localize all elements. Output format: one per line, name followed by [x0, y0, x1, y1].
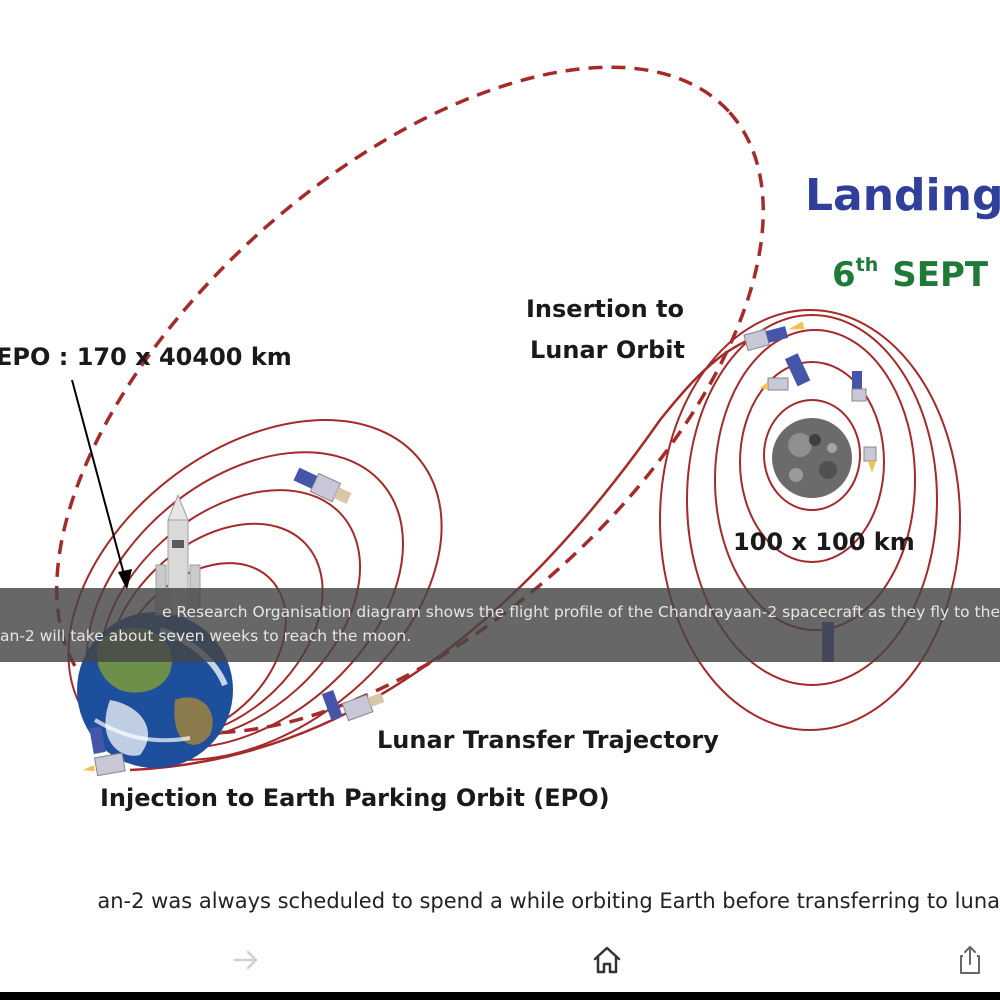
- caption-line-1: e Research Organisation diagram shows th…: [161, 603, 1000, 621]
- spacecraft-icon: [760, 353, 811, 391]
- epo-pointer-arrow: [71, 379, 132, 590]
- spacecraft-icon: [743, 321, 805, 352]
- spacecraft-icon: [321, 689, 385, 722]
- share-button[interactable]: [948, 938, 992, 982]
- home-button[interactable]: [585, 938, 629, 982]
- spacecraft-icon: [863, 446, 877, 473]
- article-paragraph: an-2 was always scheduled to spend a whi…: [0, 884, 1000, 918]
- screen-bottom-edge: [0, 992, 1000, 1000]
- date-day: 6: [832, 255, 856, 295]
- arrow-right-icon: [233, 950, 258, 970]
- home-icon: [593, 946, 621, 974]
- share-icon: [960, 946, 980, 974]
- epo-label: EPO : 170 x 40400 km: [0, 343, 292, 371]
- lunar-transfer-trajectory: [129, 328, 781, 772]
- spacecraft-icon: [82, 726, 126, 777]
- landing-date: 6th SEPT: [832, 254, 989, 295]
- injection-label: Injection to Earth Parking Orbit (EPO): [100, 784, 610, 812]
- chandrayaan-flight-profile-diagram: Landing 6th SEPT EPO : 170 x 40400 km Ins…: [0, 65, 1000, 812]
- moon-image: [772, 418, 852, 498]
- spacecraft-icon: [851, 371, 867, 402]
- lunar-transfer-label: Lunar Transfer Trajectory: [377, 726, 719, 754]
- forward-button[interactable]: [224, 938, 268, 982]
- lunar-orbit-size-label: 100 x 100 km: [733, 528, 915, 556]
- spacecraft-icon: [293, 467, 352, 504]
- lunar-orbits: [659, 309, 961, 731]
- article-paragraph-text: an-2 was always scheduled to spend a whi…: [97, 889, 1000, 913]
- landing-title: Landing: [805, 170, 1000, 221]
- insertion-label-line2: Lunar Orbit: [530, 336, 685, 364]
- caption-line-2: an-2 will take about seven weeks to reac…: [0, 627, 412, 645]
- image-caption-overlay[interactable]: e Research Organisation diagram shows th…: [0, 588, 1000, 662]
- date-month: SEPT: [892, 255, 989, 295]
- insertion-label-line1: Insertion to: [526, 295, 684, 323]
- browser-bottom-toolbar: [0, 928, 1000, 992]
- date-suffix: th: [856, 254, 879, 276]
